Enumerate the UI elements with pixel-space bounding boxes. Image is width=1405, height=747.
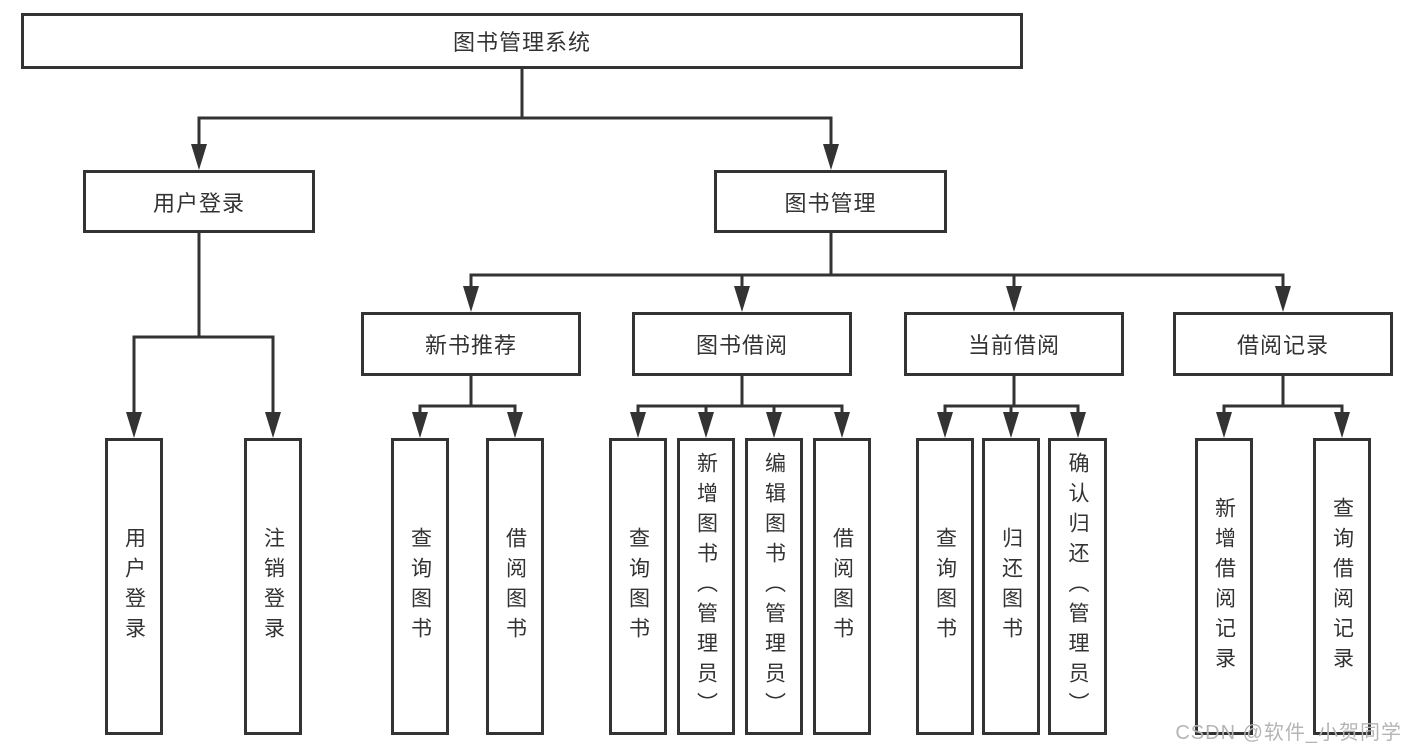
node-borrowing-records-label: 借阅记录 xyxy=(1236,333,1329,358)
leaf-query-books-2: 查询图书 xyxy=(609,438,667,735)
node-library-system-label: 图书管理系统 xyxy=(452,30,591,55)
node-current-borrowing: 当前借阅 xyxy=(904,312,1124,376)
leaf-query-books-3-label: 查询图书 xyxy=(933,526,957,647)
leaf-query-borrow-record-label: 查询借阅记录 xyxy=(1330,496,1354,677)
leaf-add-books-admin: 新增图书（管理员） xyxy=(677,438,735,735)
leaf-logout-label: 注销登录 xyxy=(261,526,285,647)
node-book-borrowing: 图书借阅 xyxy=(632,312,852,376)
leaf-edit-books-admin: 编辑图书（管理员） xyxy=(745,438,803,735)
leaf-confirm-return-admin-label: 确认归还（管理员） xyxy=(1066,451,1089,722)
leaf-borrow-books-1-label: 借阅图书 xyxy=(503,526,527,647)
leaf-return-books: 归还图书 xyxy=(982,438,1040,735)
node-new-book-recommend: 新书推荐 xyxy=(361,312,581,376)
node-library-system: 图书管理系统 xyxy=(21,13,1023,69)
leaf-borrow-books-2: 借阅图书 xyxy=(813,438,871,735)
leaf-add-books-admin-label: 新增图书（管理员） xyxy=(694,451,718,722)
leaf-query-borrow-record: 查询借阅记录 xyxy=(1313,438,1371,735)
leaf-confirm-return-admin: 确认归还（管理员） xyxy=(1048,438,1107,735)
leaf-add-borrow-record-label: 新增借阅记录 xyxy=(1212,496,1236,677)
watermark: CSDN @软件_小贺同学 xyxy=(1175,722,1402,744)
node-user-login: 用户登录 xyxy=(83,170,315,233)
leaf-logout: 注销登录 xyxy=(244,438,302,735)
node-user-login-label: 用户登录 xyxy=(152,190,245,216)
node-current-borrowing-label: 当前借阅 xyxy=(967,333,1060,358)
leaf-borrow-books-1: 借阅图书 xyxy=(486,438,544,735)
leaf-return-books-label: 归还图书 xyxy=(999,526,1023,647)
leaf-add-borrow-record: 新增借阅记录 xyxy=(1195,438,1253,735)
leaf-query-books-2-label: 查询图书 xyxy=(626,526,650,647)
leaf-query-books-3: 查询图书 xyxy=(916,438,974,735)
node-borrowing-records: 借阅记录 xyxy=(1173,312,1393,376)
node-new-book-recommend-label: 新书推荐 xyxy=(424,333,517,358)
node-book-borrowing-label: 图书借阅 xyxy=(695,333,788,358)
leaf-edit-books-admin-label: 编辑图书（管理员） xyxy=(762,451,786,722)
leaf-user-login: 用户登录 xyxy=(105,438,163,735)
leaf-query-books-1-label: 查询图书 xyxy=(408,526,432,647)
node-book-management: 图书管理 xyxy=(714,170,947,233)
leaf-borrow-books-2-label: 借阅图书 xyxy=(830,526,854,647)
leaf-query-books-1: 查询图书 xyxy=(391,438,449,735)
leaf-user-login-label: 用户登录 xyxy=(122,526,146,647)
node-book-management-label: 图书管理 xyxy=(784,190,877,216)
